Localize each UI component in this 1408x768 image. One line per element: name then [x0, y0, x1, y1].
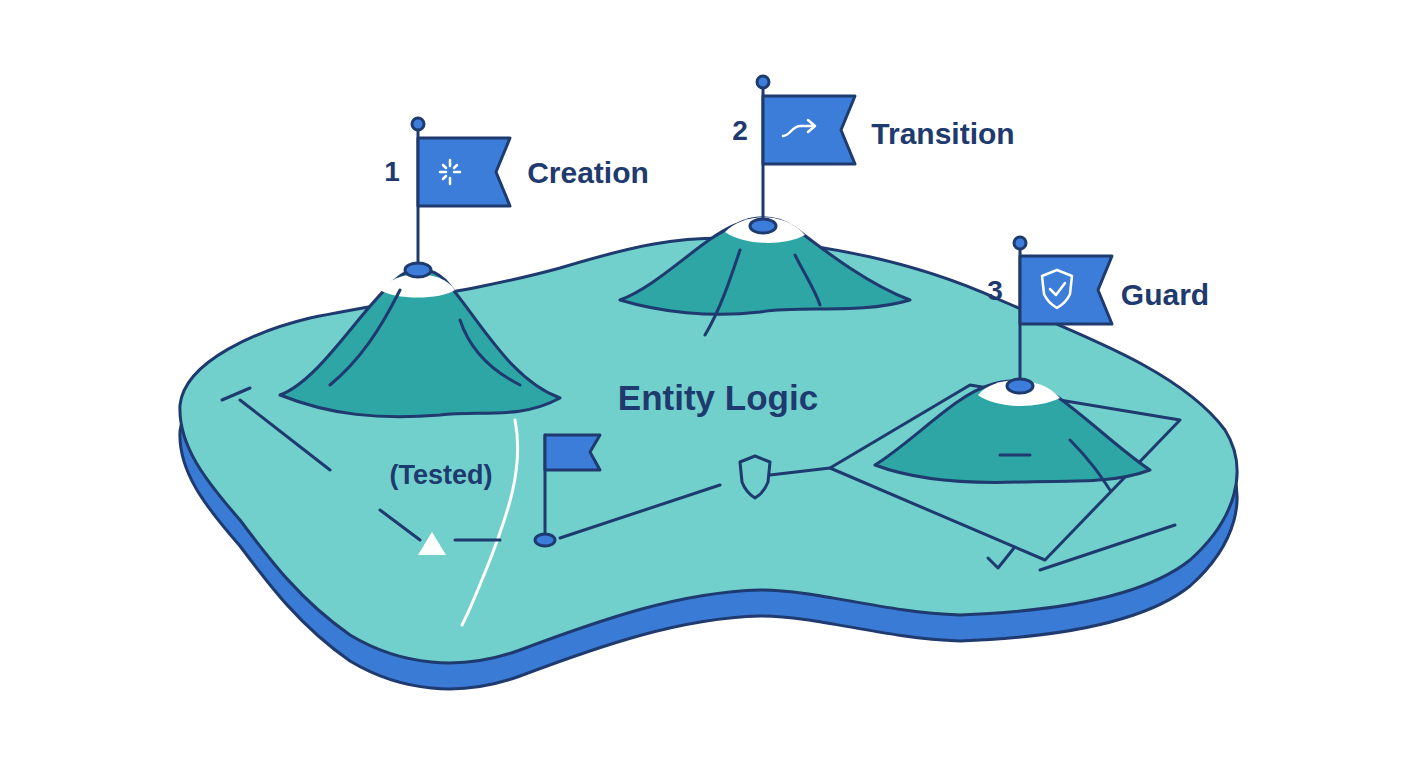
step-label: Transition — [871, 117, 1014, 150]
map-title: Entity Logic — [618, 379, 818, 418]
step-label: Creation — [527, 156, 649, 189]
callout-number: 3 — [987, 276, 1003, 307]
step-label: Guard — [1121, 278, 1209, 311]
callout-number: 2 — [732, 116, 748, 147]
status-note: (Tested) — [389, 461, 492, 491]
callout-number: 1 — [384, 157, 400, 188]
